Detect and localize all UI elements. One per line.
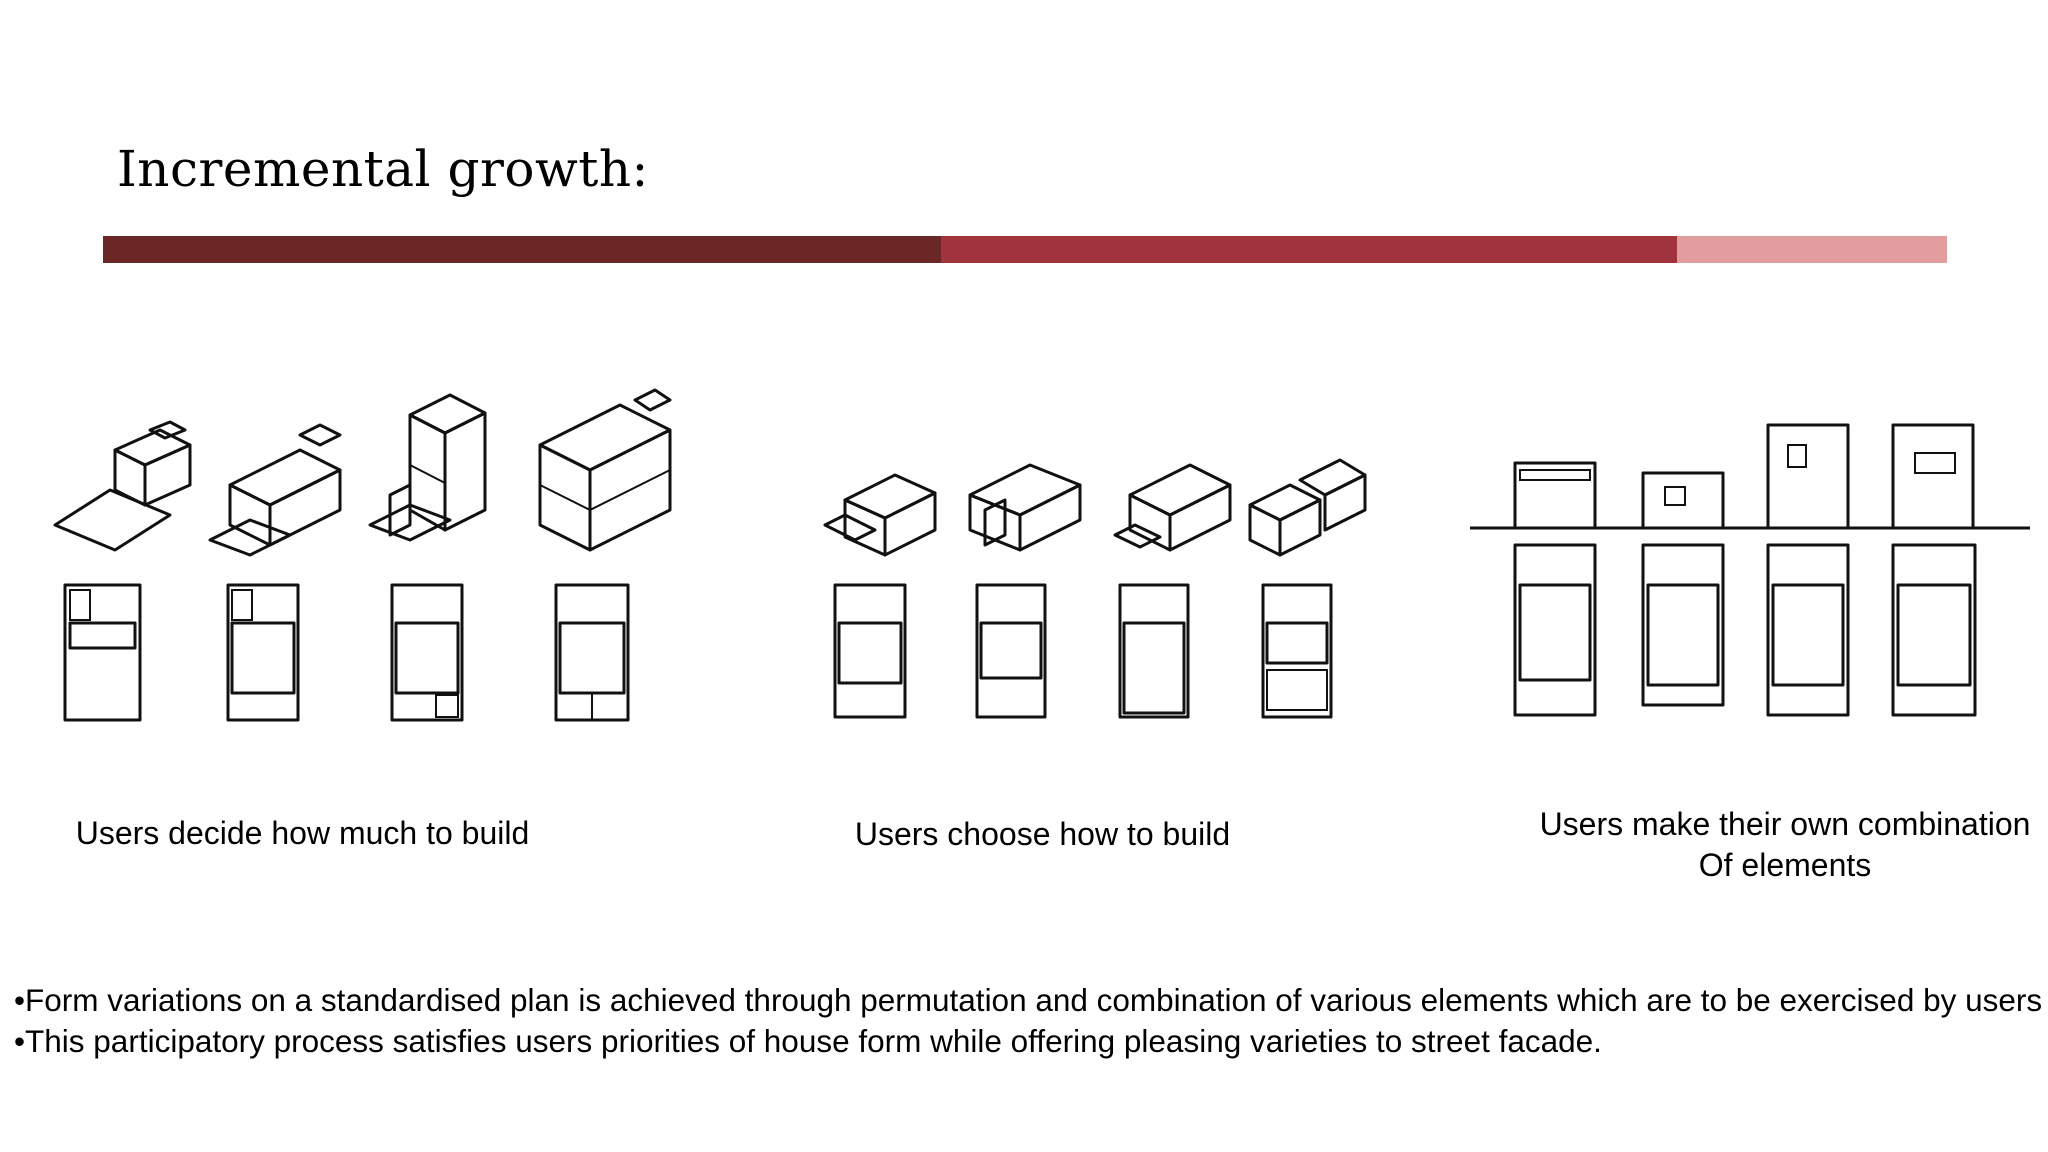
variant-plans <box>833 583 1333 719</box>
variant-4 <box>1248 458 1367 557</box>
caption-line-1: Users make their own combination <box>1539 806 2031 842</box>
caption-line-2: Of elements <box>1698 847 1872 883</box>
facade-elevations <box>1513 423 1975 530</box>
figure-how-to-build <box>820 375 1380 735</box>
figure-how-much-to-build <box>50 375 690 735</box>
house-stage-3 <box>368 393 487 542</box>
isometric-house-drawings <box>53 388 672 722</box>
house-stage-4 <box>538 388 672 552</box>
caption-how-much-to-build: Users decide how much to build <box>75 815 530 851</box>
bullet-item: •Form variations on a standardised plan … <box>14 982 2043 1018</box>
title-bar-segment-light <box>1677 236 1947 263</box>
bullet-item: •This participatory process satisfies us… <box>14 1023 1602 1059</box>
isometric-house-variants <box>823 458 1367 719</box>
slide-title: Incremental growth: <box>117 140 649 198</box>
bullet-list: •Form variations on a standardised plan … <box>14 980 2044 1062</box>
street-facade-drawings <box>1470 423 2030 717</box>
caption-how-to-build: Users choose how to build <box>854 816 1231 852</box>
floor-plans <box>63 583 630 722</box>
title-bar-segment-medium <box>941 236 1677 263</box>
house-stage-1 <box>53 420 192 552</box>
combination-plans <box>1513 543 1977 717</box>
variant-2 <box>968 463 1082 552</box>
caption-own-combination: Users make their own combination Of elem… <box>1525 804 2045 886</box>
house-stage-2 <box>208 423 342 557</box>
variant-1 <box>823 473 937 557</box>
variant-3 <box>1113 463 1232 552</box>
title-bar-segment-dark <box>103 236 941 263</box>
figure-own-combination <box>1460 415 2040 745</box>
